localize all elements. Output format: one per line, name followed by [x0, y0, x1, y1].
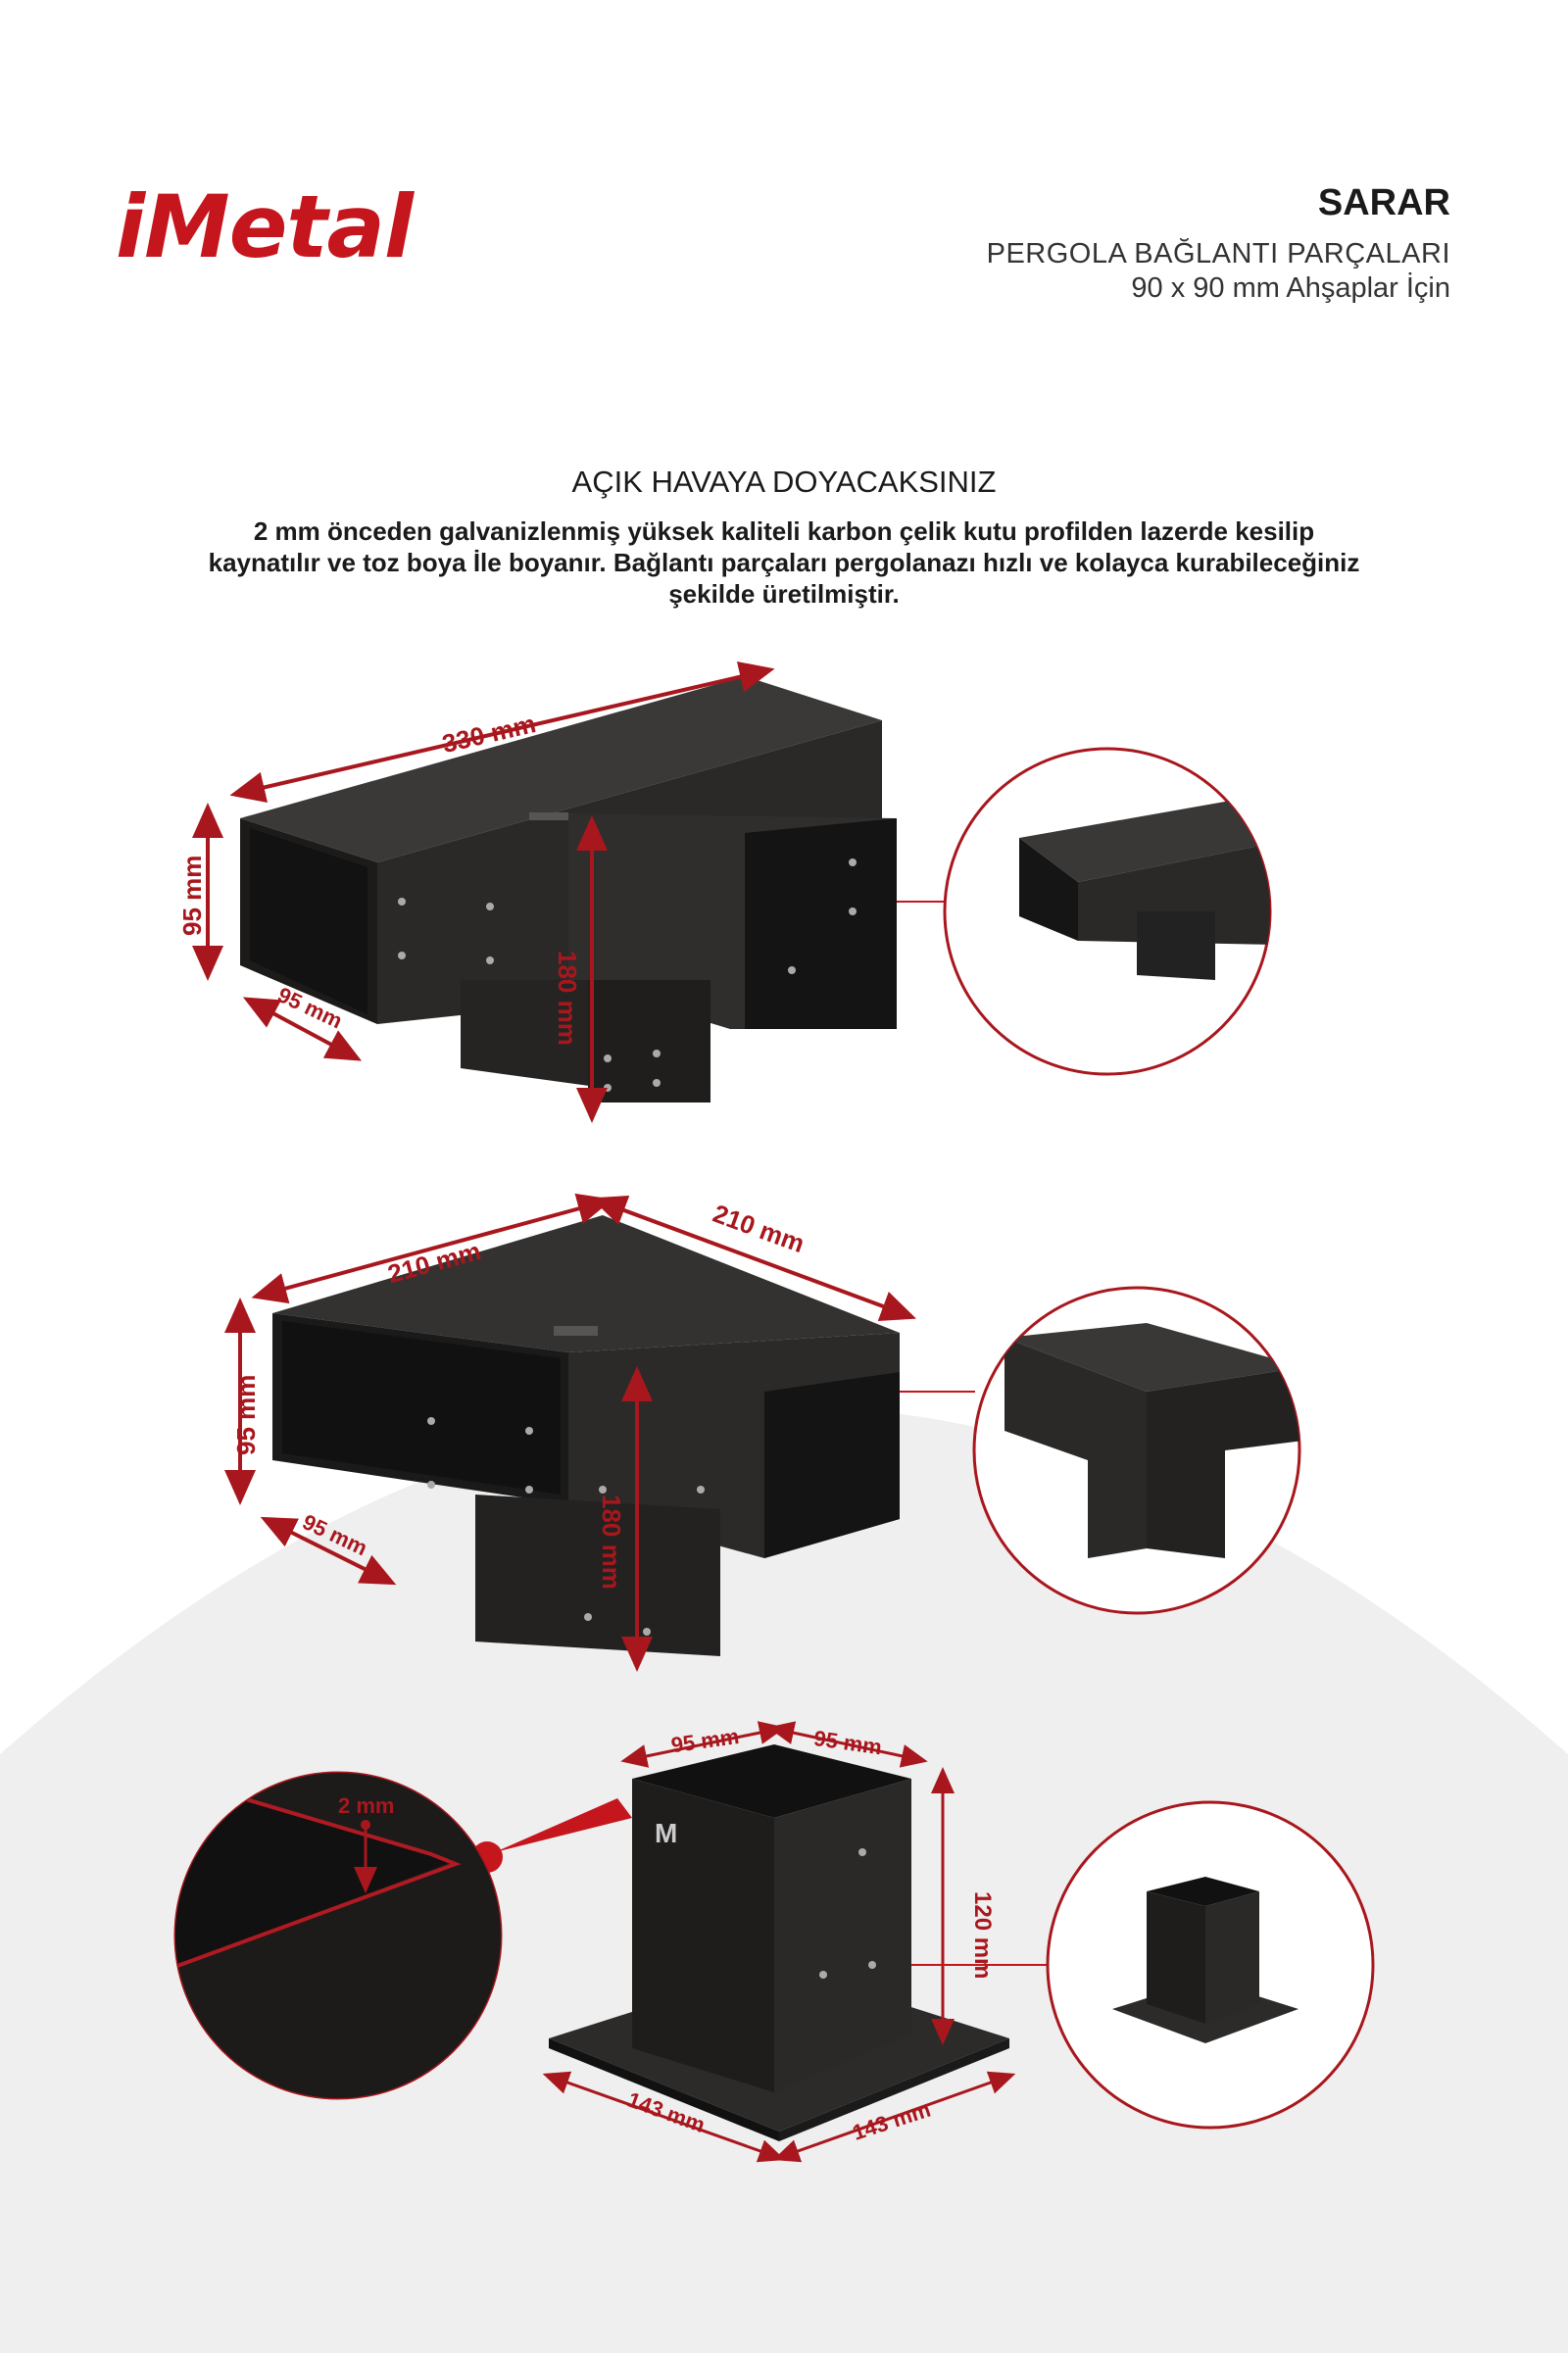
dim-corner-height: 95 mm — [231, 1375, 261, 1455]
dim-line-95-corner-width — [260, 1516, 397, 1586]
imetal-logo: iMetal — [116, 176, 414, 277]
brand-block: SARAR PERGOLA BAĞLANTI PARÇALARI 90 x 90… — [987, 182, 1450, 305]
dim-base-top-right: 95 mm — [812, 1726, 884, 1759]
t-connector-detail-circle — [943, 747, 1272, 1076]
brand-name: SARAR — [1317, 182, 1450, 223]
dim-base-top-left: 95 mm — [669, 1724, 741, 1757]
description: 2 mm önceden galvanizlenmiş yüksek kalit… — [208, 516, 1360, 609]
thickness-detail-circle: 2 mm — [173, 1771, 503, 2100]
dim-line-95-top-right — [767, 1721, 928, 1768]
dim-line-210-right — [590, 1195, 917, 1322]
dim-t-height: 95 mm — [177, 856, 207, 936]
dim-corner-leg: 180 mm — [597, 1495, 626, 1590]
dim-line-95-top-left — [620, 1721, 786, 1768]
callout-wedge-3 — [495, 1798, 632, 1852]
corner-connector-illustration — [272, 1215, 900, 1656]
dim-t-leg: 180 mm — [553, 951, 582, 1046]
dim-line-143-left — [542, 2071, 786, 2163]
headline: AÇIK HAVAYA DOYACAKSINIZ — [571, 465, 997, 499]
dim-line-210-left — [251, 1193, 613, 1304]
dim-line-330 — [229, 661, 775, 804]
dim-thickness: 2 mm — [338, 1793, 394, 1818]
corner-connector-detail-circle — [972, 1286, 1301, 1615]
post-base-detail-circle — [1046, 1800, 1375, 2130]
dim-line-95-width — [242, 997, 363, 1061]
product-category: PERGOLA BAĞLANTI PARÇALARI — [986, 238, 1450, 270]
product-size-note: 90 x 90 mm Ahşaplar İçin — [1131, 272, 1450, 304]
post-base-stamp: M — [655, 1818, 677, 1848]
dim-line-143-right — [772, 2071, 1016, 2163]
